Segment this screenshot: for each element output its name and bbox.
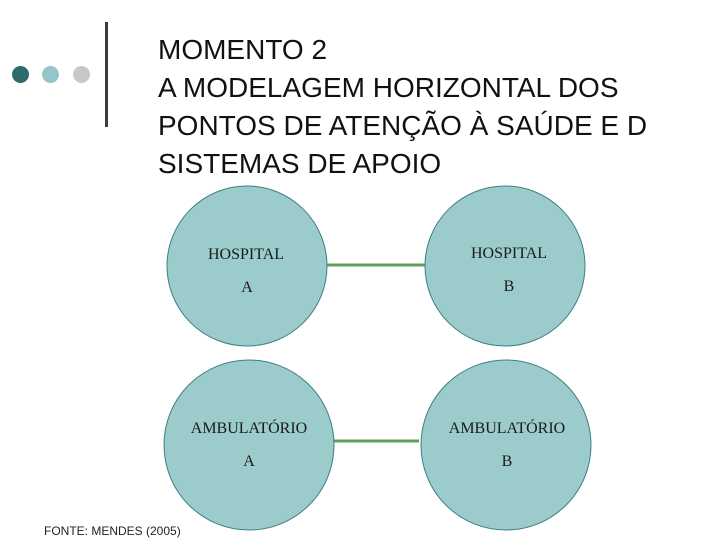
- ambulatorio-a-label: AMBULATÓRIO: [190, 420, 308, 437]
- slide-title: MOMENTO 2 A MODELAGEM HORIZONTAL DOS PON…: [158, 31, 720, 183]
- ambulatorio-b-label: AMBULATÓRIO: [448, 420, 566, 437]
- hospital-b-label: HOSPITAL: [470, 245, 548, 262]
- ambulatorio-b-letter: B: [501, 453, 513, 470]
- title-line-1: MOMENTO 2: [158, 34, 328, 65]
- node-hospital-a: [166, 185, 328, 347]
- hospital-b-letter: B: [503, 278, 515, 295]
- node-hospital-b: [424, 185, 586, 347]
- title-line-4: SISTEMAS DE APOIO: [158, 148, 442, 179]
- hospital-a-letter: A: [241, 279, 253, 296]
- bullet-dot-dark: [12, 66, 29, 83]
- title-divider: [105, 22, 108, 127]
- title-line-2: A MODELAGEM HORIZONTAL DOS: [158, 72, 619, 103]
- bullet-dot-gray: [73, 66, 90, 83]
- bullet-dot-light: [42, 66, 59, 83]
- hospital-a-label: HOSPITAL: [207, 246, 285, 263]
- ambulatorio-a-letter: A: [243, 453, 255, 470]
- node-ambulatorio-a: [163, 359, 335, 531]
- node-ambulatorio-b: [420, 359, 592, 531]
- title-line-3: PONTOS DE ATENÇÃO À SAÚDE E D: [158, 110, 648, 141]
- source-citation: FONTE: MENDES (2005): [44, 524, 181, 538]
